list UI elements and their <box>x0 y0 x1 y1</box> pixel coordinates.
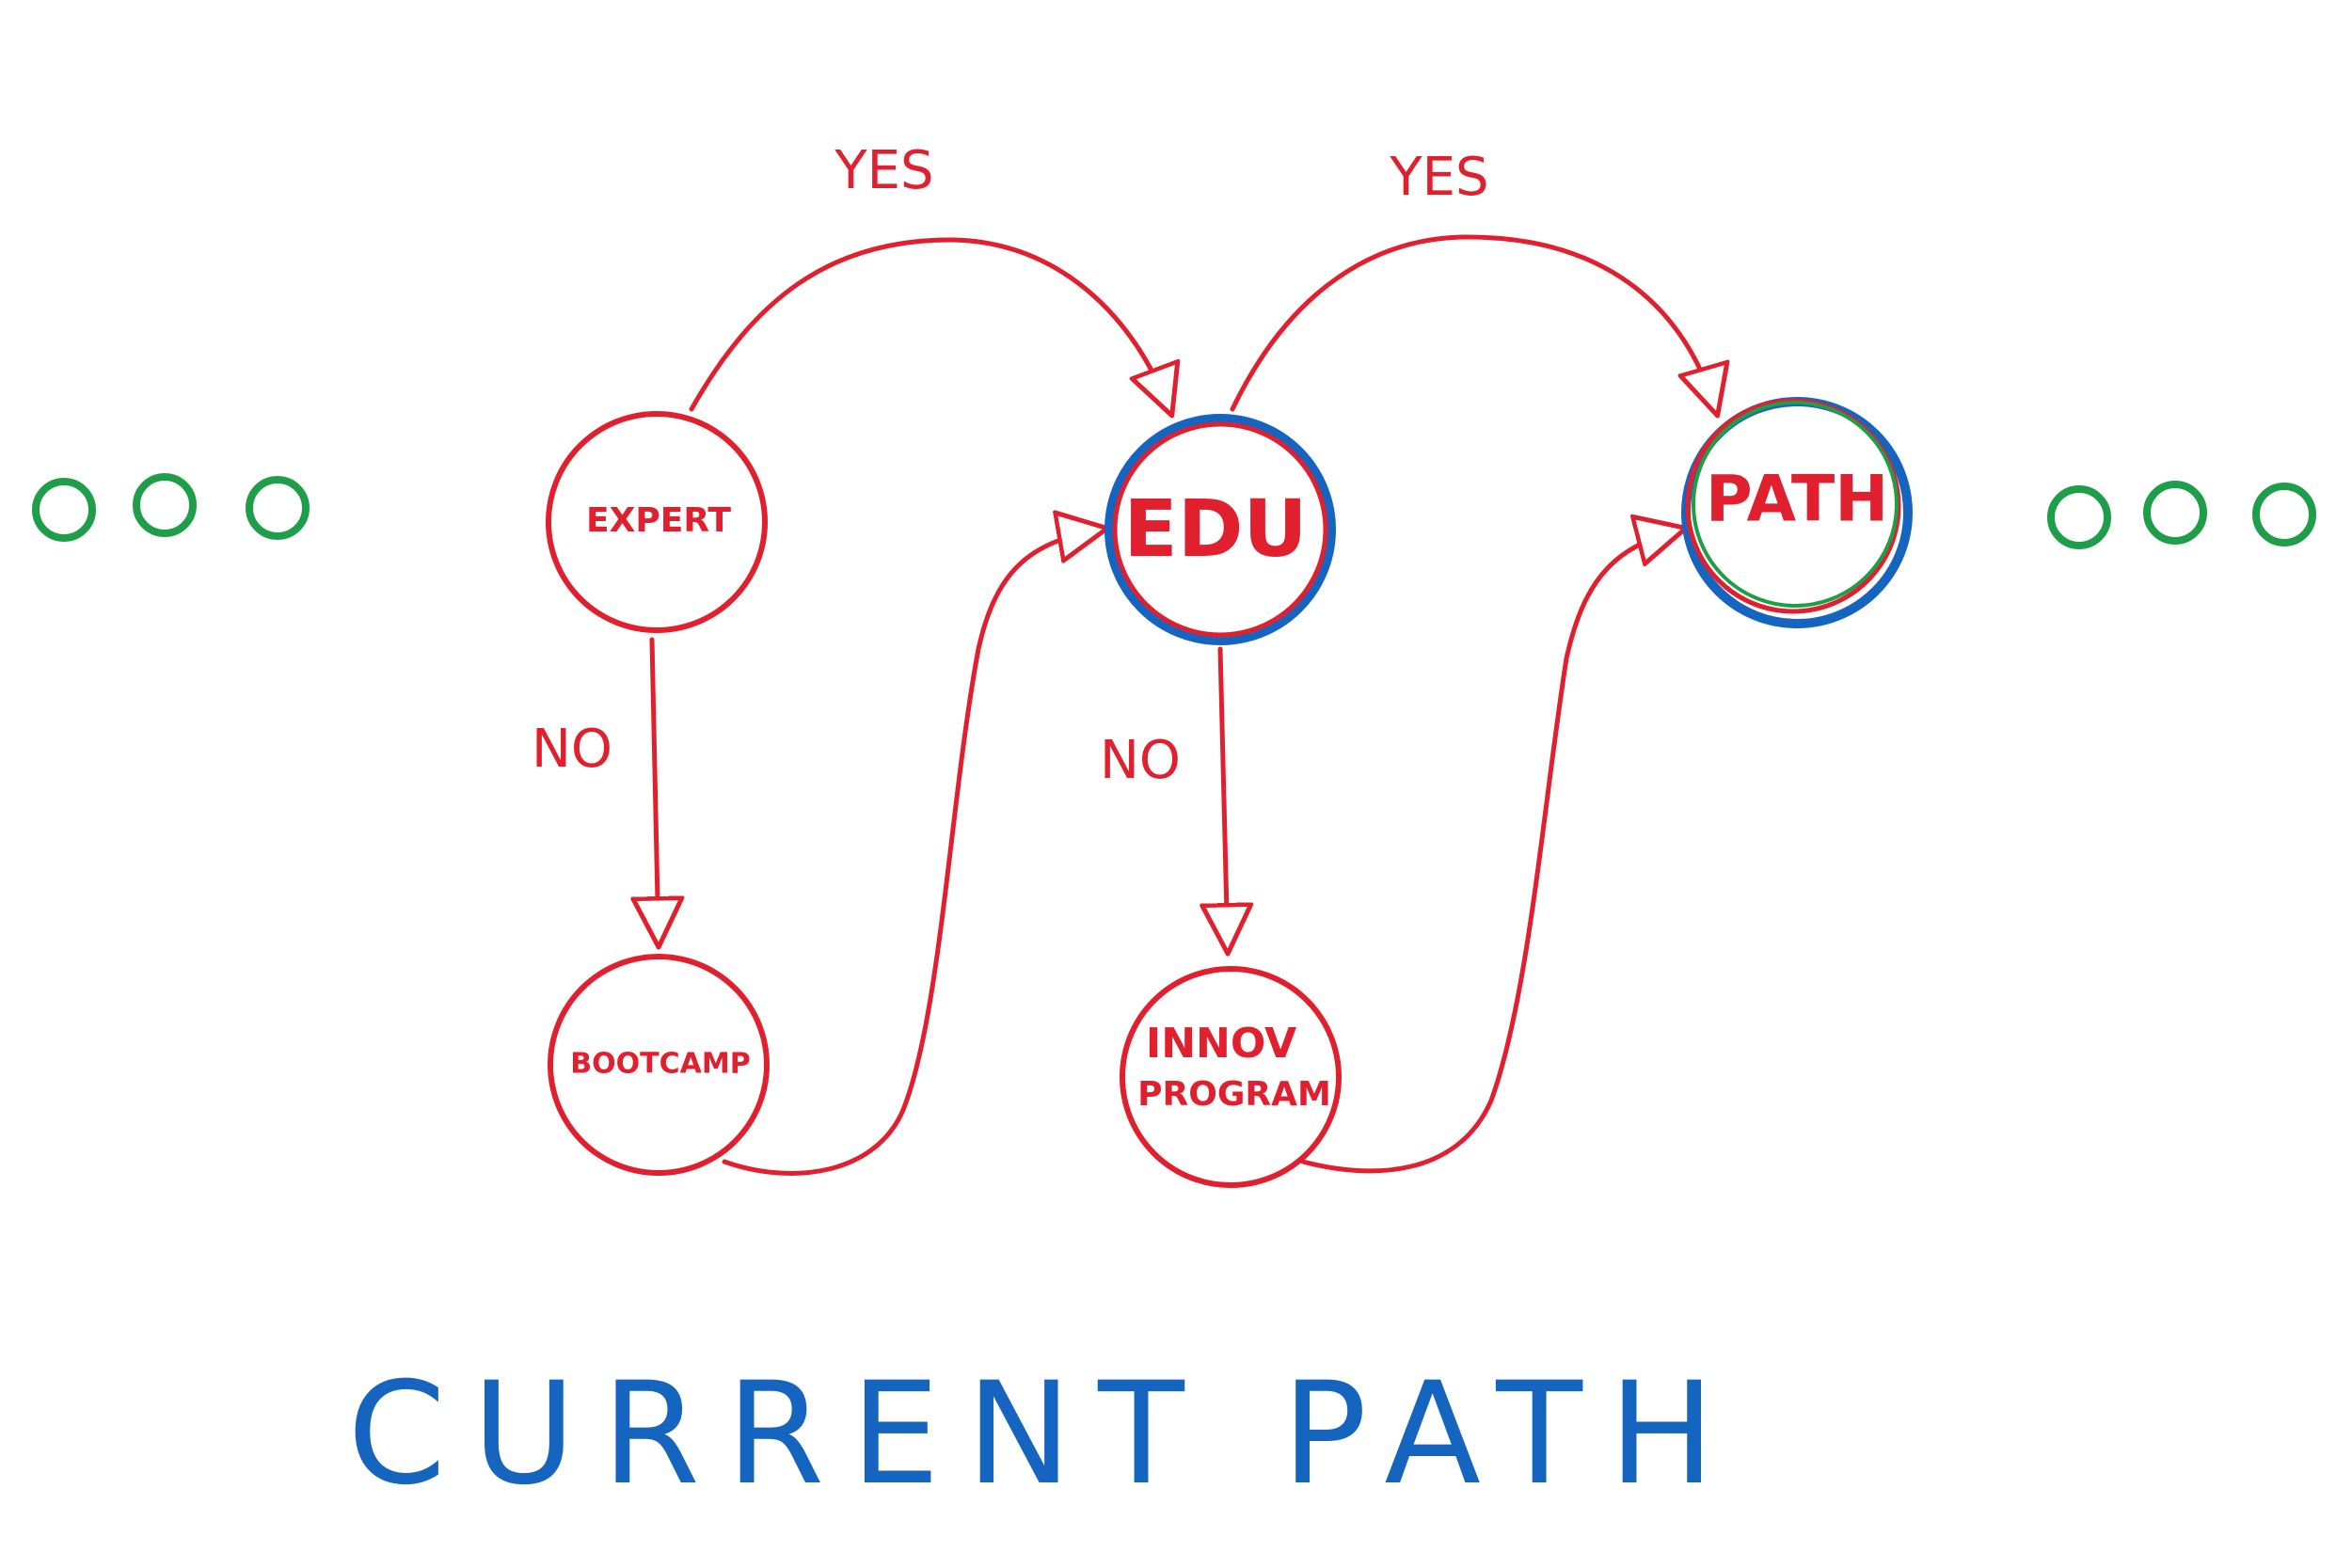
ellipsis-dot <box>2143 481 2207 545</box>
edge-expert-bootcamp <box>652 637 659 945</box>
node-edu-label: EDU <box>1123 483 1307 575</box>
ellipsis-dot <box>32 478 96 542</box>
node-bootcamp: BOOTCAMP <box>548 954 770 1176</box>
label-edu-innov: NO <box>1100 730 1181 791</box>
node-innov-label-line2: PROGRAM <box>1137 1075 1331 1114</box>
edge-bootcamp-edu <box>722 529 1105 1176</box>
ellipsis-dot <box>2252 483 2316 546</box>
edge-labels: YES YES NO NO <box>532 140 1489 791</box>
label-edu-path: YES <box>1389 147 1488 208</box>
node-innov-label-line1: INNOV <box>1146 1020 1296 1068</box>
ellipsis-right <box>2047 481 2316 549</box>
edge-edu-innov <box>1220 646 1228 952</box>
edge-edu-path <box>1230 234 1717 414</box>
edge-expert-edu <box>689 237 1171 414</box>
ellipsis-dot <box>2047 485 2111 549</box>
node-path-label: PATH <box>1706 463 1888 537</box>
node-bootcamp-label: BOOTCAMP <box>570 1048 750 1081</box>
edges <box>652 234 1717 1176</box>
node-path: PATH <box>1681 397 1913 628</box>
label-expert-edu: YES <box>834 140 933 201</box>
edge-innov-path <box>1300 529 1684 1174</box>
node-expert: EXPERT <box>546 411 768 633</box>
ellipsis-dot <box>133 473 197 537</box>
diagram-title: CURRENT PATH <box>347 1353 1741 1516</box>
node-expert-label: EXPERT <box>586 501 731 540</box>
label-expert-bootcamp: NO <box>532 719 612 780</box>
node-edu: EDU <box>1104 414 1336 645</box>
ellipsis-dot <box>246 476 310 540</box>
ellipsis-left <box>32 473 310 542</box>
node-innov-program: INNOV PROGRAM <box>1120 966 1342 1188</box>
